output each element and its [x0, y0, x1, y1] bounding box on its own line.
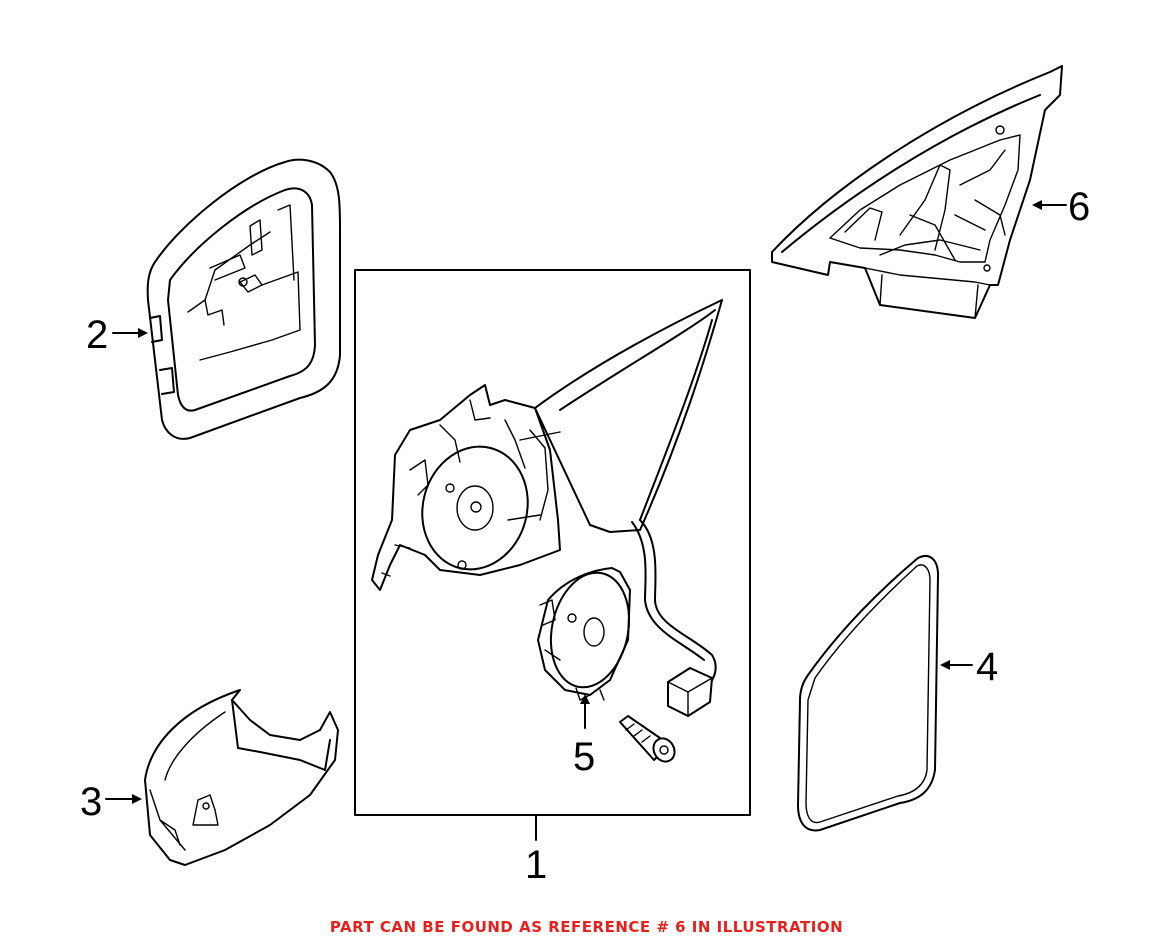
callout-1: 1	[525, 843, 547, 887]
svg-text:6: 6	[1068, 185, 1090, 229]
svg-text:4: 4	[976, 645, 998, 689]
assembly-box	[354, 269, 751, 841]
screw-icon	[619, 715, 676, 763]
svg-text:3: 3	[80, 780, 102, 824]
reference-note: PART CAN BE FOUND AS REFERENCE # 6 IN IL…	[329, 918, 844, 936]
mirror-assembly-icon	[371, 299, 723, 717]
mirror-motor-icon	[537, 567, 631, 701]
svg-text:1: 1	[525, 843, 547, 887]
mirror-glass-icon	[797, 555, 939, 832]
callout-2: 2	[86, 313, 148, 357]
callout-4: 4	[940, 645, 998, 689]
svg-text:5: 5	[573, 735, 595, 779]
mirror-base-bracket-icon	[771, 65, 1063, 319]
callout-3: 3	[80, 780, 142, 824]
callout-5: 5	[573, 694, 595, 779]
svg-text:2: 2	[86, 313, 108, 357]
mirror-housing-frame-icon	[146, 158, 341, 440]
mirror-cover-cap-icon	[144, 689, 339, 866]
callout-6: 6	[1032, 185, 1090, 229]
